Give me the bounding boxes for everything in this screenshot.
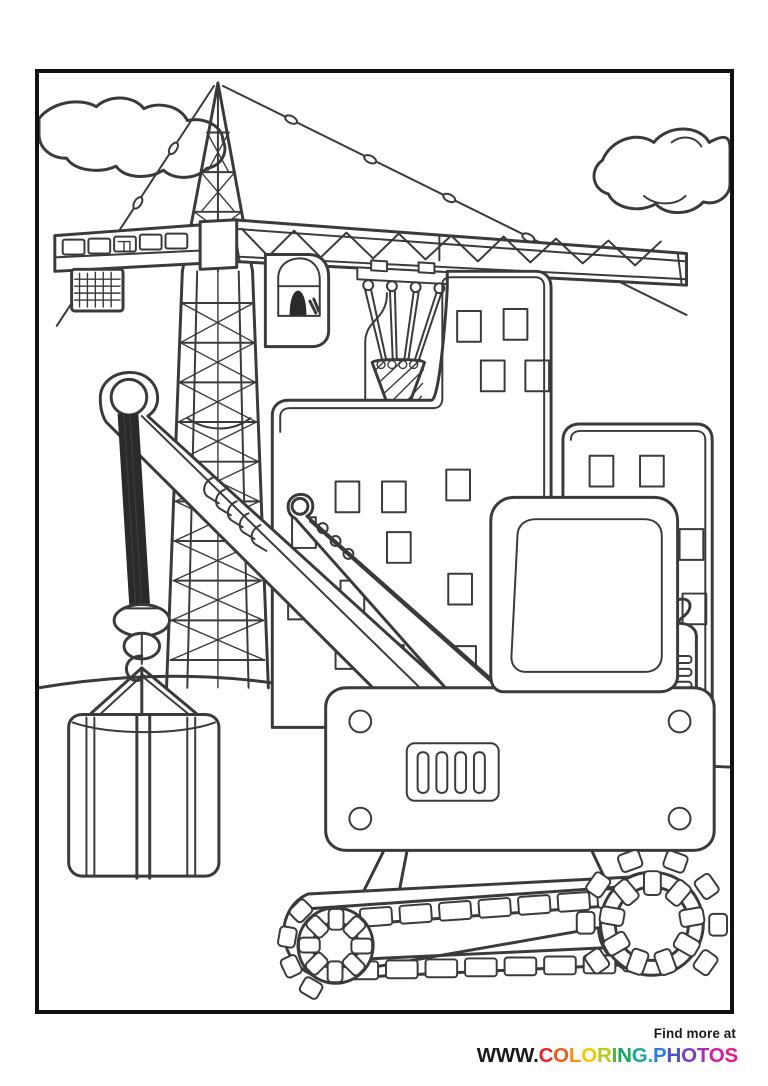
jib-truss-webs — [240, 227, 662, 267]
artboard-frame — [35, 69, 734, 1014]
track-sprocket-right — [575, 848, 729, 977]
crawler-cab — [489, 495, 680, 694]
wordmark-letter-14: S — [724, 1044, 739, 1067]
track-sprocket-right-outer-pads — [575, 848, 729, 977]
crane-cabin — [263, 252, 331, 349]
wordmark-letters: COLORING.PHOTOS — [538, 1044, 739, 1067]
crawler-boom-arm — [286, 492, 525, 735]
cloud-left — [39, 96, 227, 179]
track-left — [277, 848, 729, 1000]
hoist-cables — [364, 289, 443, 451]
wordmark-letter-6: N — [617, 1044, 632, 1067]
hook-block-hatching — [374, 357, 425, 411]
wordmark-letter-0: C — [538, 1044, 554, 1067]
building-right-windows — [588, 454, 708, 626]
wordmark-letter-10: H — [666, 1044, 682, 1067]
trolley — [356, 259, 451, 295]
wordmark-letter-12: T — [696, 1044, 709, 1067]
track-sprocket-left — [277, 898, 375, 1000]
url-prefix: WWW. — [476, 1044, 539, 1067]
track-sprocket-left-teeth — [298, 907, 374, 984]
wordmark-letter-11: O — [681, 1044, 697, 1067]
wordmark-letter-7: G — [631, 1044, 648, 1067]
crate-pulley-block — [112, 602, 171, 665]
counter-jib-panels — [61, 232, 189, 256]
crawler-grille — [405, 742, 500, 802]
wordmark-letter-8: . — [647, 1044, 653, 1067]
track-sprocket-left-outer-pads — [277, 898, 324, 1000]
wordmark-letter-1: O — [553, 1044, 569, 1067]
crawler-crane — [67, 370, 729, 1000]
wordmark-letter-2: L — [568, 1044, 582, 1067]
crate-load — [67, 713, 221, 880]
footer-branding: Find more at WWW.COLORING.PHOTOS — [0, 1022, 768, 1086]
wordmark-letter-13: O — [708, 1044, 725, 1067]
counterweight-block — [70, 267, 125, 313]
boom-hydraulic-coil — [203, 476, 268, 552]
find-more-label: Find more at — [653, 1026, 736, 1041]
wordmark-letter-5: I — [611, 1044, 618, 1067]
coloring-artwork — [39, 81, 730, 1000]
crawler-boom — [98, 370, 466, 731]
site-url-wordmark[interactable]: WWW.COLORING.PHOTOS — [477, 1044, 738, 1068]
wordmark-letter-4: R — [597, 1044, 612, 1067]
crawler-body — [324, 686, 716, 852]
wordmark-letter-9: P — [652, 1044, 667, 1067]
tower-crane — [53, 81, 688, 690]
jib-root — [198, 218, 239, 271]
track-sprocket-right-teeth — [598, 870, 706, 977]
cloud-right — [592, 127, 730, 215]
wordmark-letter-3: O — [581, 1044, 597, 1067]
